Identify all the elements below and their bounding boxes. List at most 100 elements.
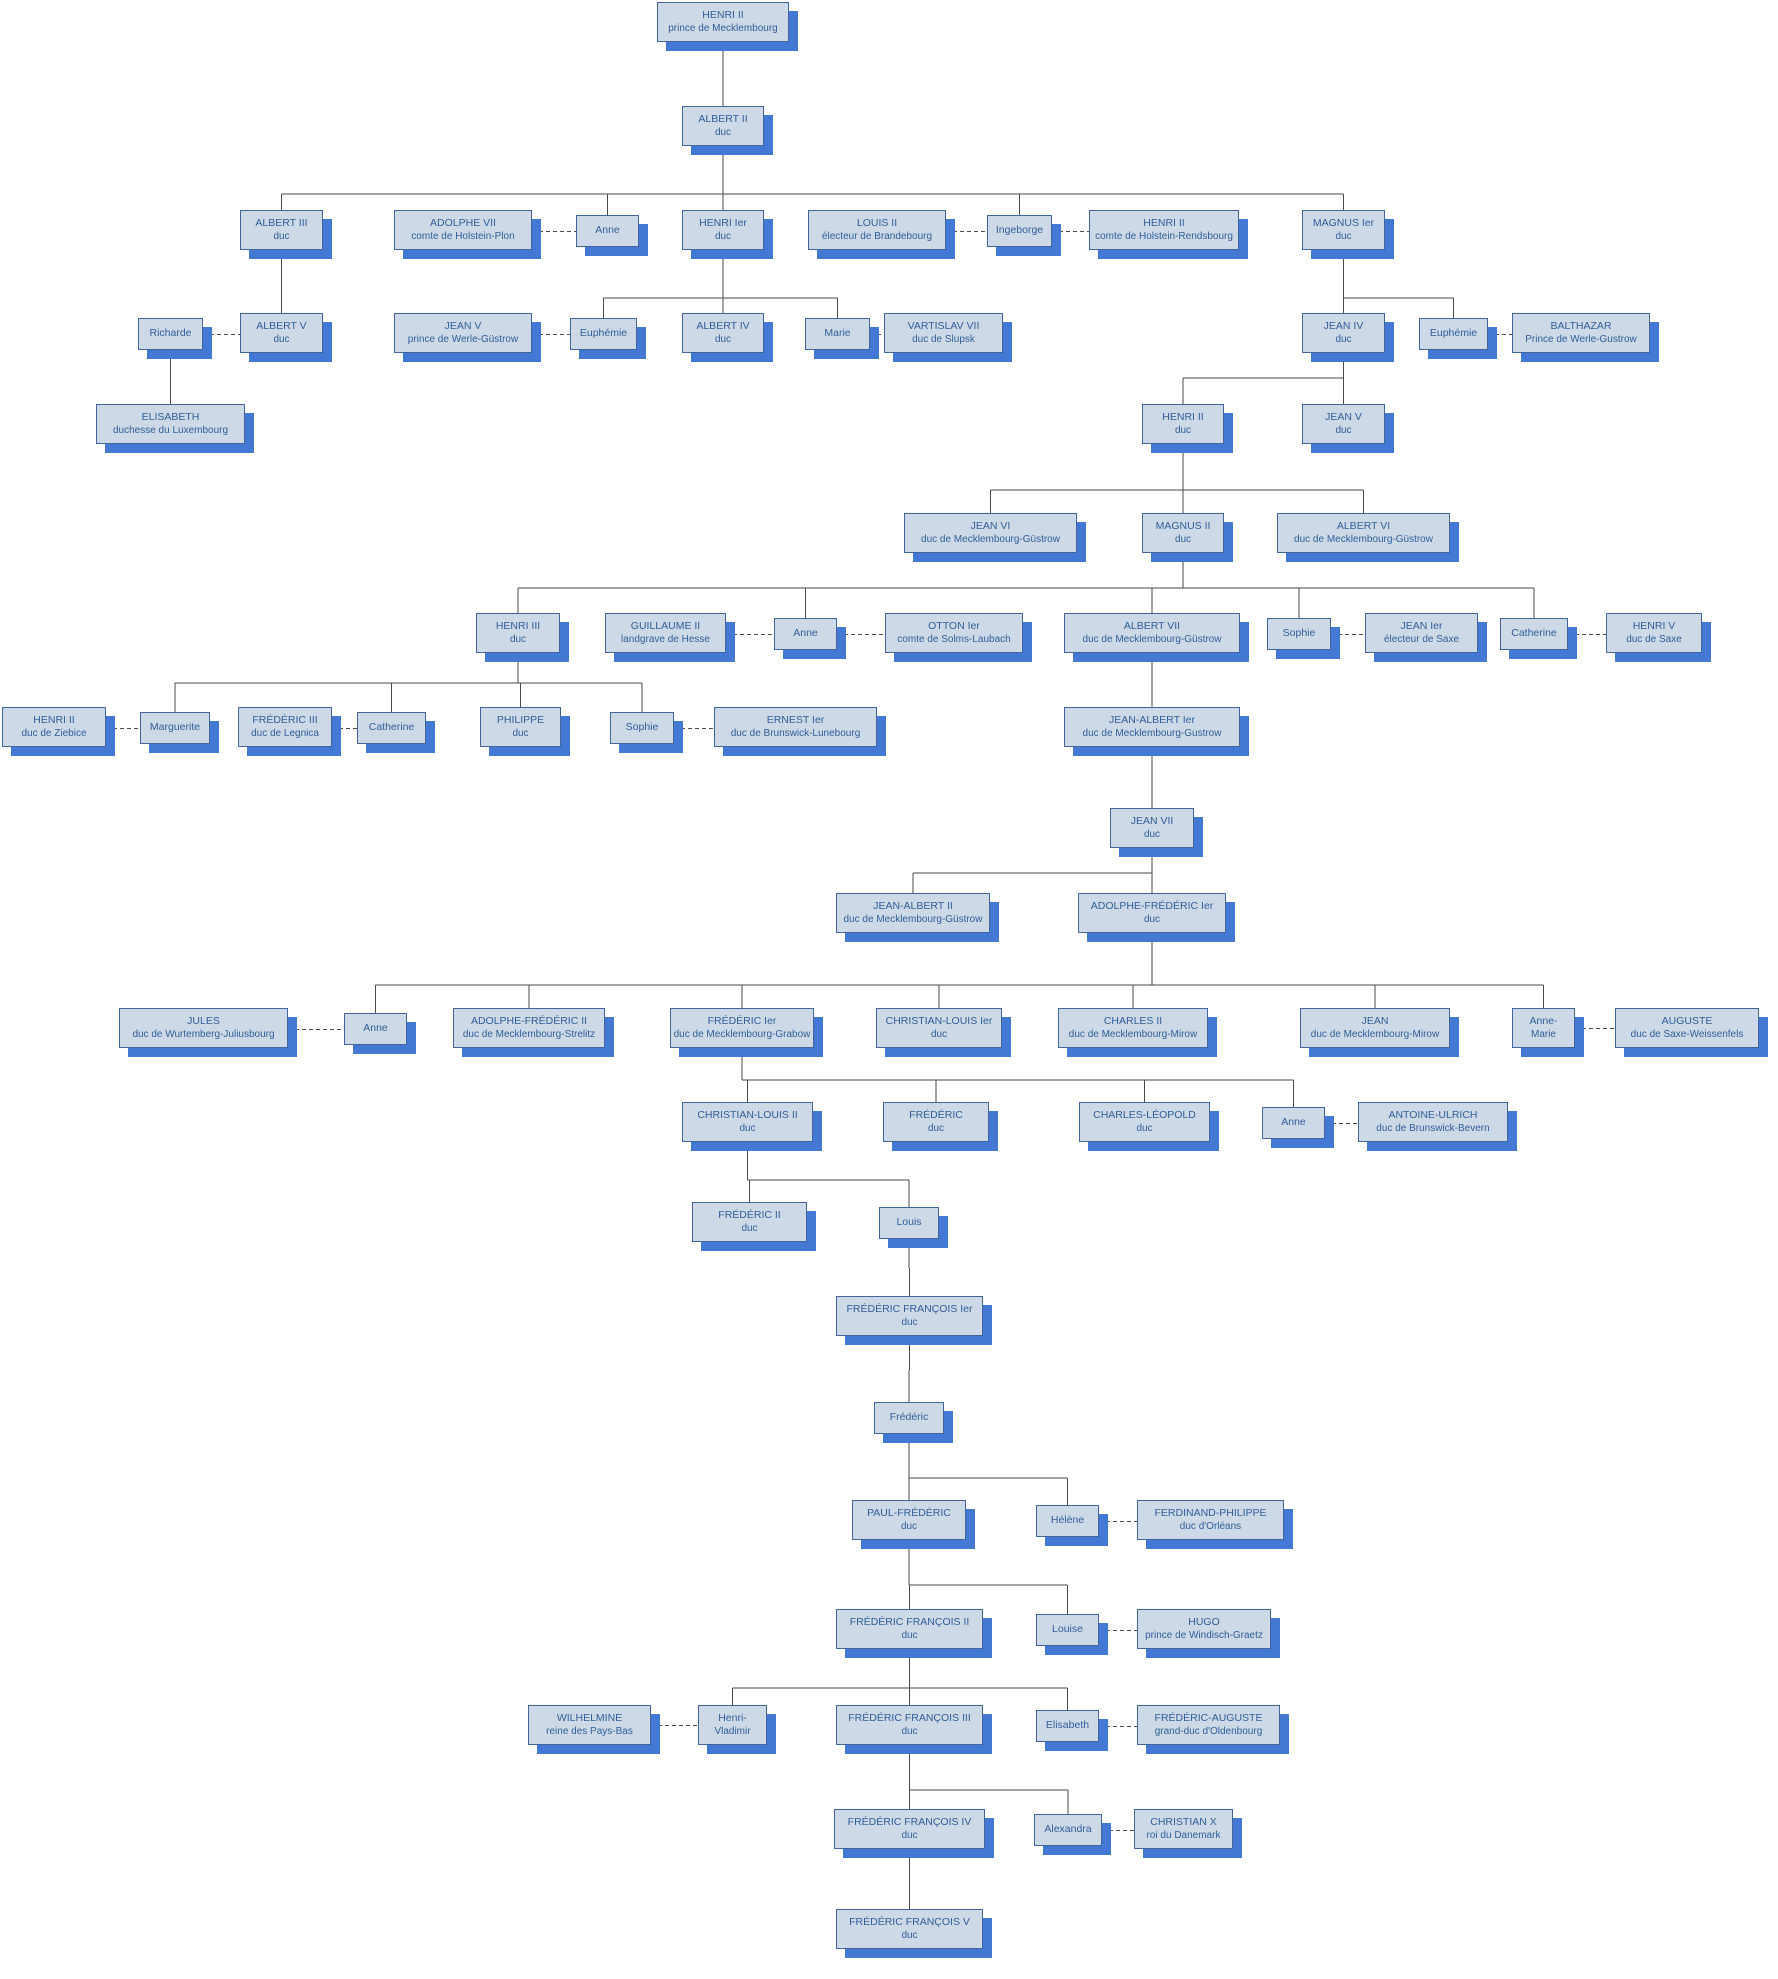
- person-name: LOUIS II: [856, 216, 898, 229]
- person-node-anne3[interactable]: Anne: [576, 215, 639, 247]
- person-title: duc d'Orléans: [1179, 1521, 1242, 1533]
- person-node-elisabeth18[interactable]: Elisabeth: [1036, 1710, 1099, 1742]
- person-node-catherine8[interactable]: Catherine: [357, 712, 426, 744]
- person-name: MAGNUS Ier: [1312, 216, 1375, 229]
- person-node-wilhelmine[interactable]: WILHELMINE reine des Pays-Bas: [528, 1705, 651, 1745]
- person-name: WILHELMINE: [556, 1711, 623, 1724]
- person-node-louis[interactable]: Louis: [879, 1207, 939, 1239]
- person-name: JEAN Ier: [1400, 619, 1443, 632]
- person-title: reine des Pays-Bas: [546, 1726, 633, 1738]
- person-node-richarde[interactable]: Richarde: [138, 318, 203, 350]
- person-node-henrivladimir[interactable]: Henri-Vladimir: [698, 1705, 767, 1745]
- person-node-frederic15[interactable]: Frédéric: [874, 1402, 944, 1434]
- person-title: duc: [739, 1123, 756, 1135]
- person-title: prince de Windisch-Graetz: [1145, 1630, 1263, 1642]
- person-node-alexandra[interactable]: Alexandra: [1034, 1814, 1102, 1846]
- person-node-anne7[interactable]: Anne: [774, 618, 837, 650]
- person-node-anne12[interactable]: Anne: [1262, 1107, 1325, 1139]
- person-name: ANTOINE-ULRICH: [1388, 1108, 1478, 1121]
- person-node-sophie8[interactable]: Sophie: [610, 712, 674, 744]
- person-name: Frédéric: [889, 1411, 929, 1424]
- person-node-ingeborge[interactable]: Ingeborge: [987, 215, 1052, 247]
- person-name: CHRISTIAN X: [1150, 1815, 1217, 1828]
- person-node-louise[interactable]: Louise: [1036, 1614, 1099, 1646]
- person-title: duc de Slupsk: [912, 334, 975, 346]
- person-name: Euphémie: [1429, 327, 1478, 340]
- person-node-marguerite[interactable]: Marguerite: [140, 712, 210, 744]
- person-name: JEAN V: [1325, 410, 1362, 423]
- person-name: GUILLAUME II: [630, 619, 701, 632]
- person-title: duc de Mecklembourg-Güstrow: [843, 914, 983, 926]
- person-title: duc de Mecklembourg-Güstrow: [921, 534, 1060, 546]
- person-name: HENRI V: [1632, 619, 1676, 632]
- person-node-euphemie2[interactable]: Euphémie: [1419, 318, 1488, 350]
- person-title: duc: [901, 1317, 918, 1329]
- person-node-sophie7[interactable]: Sophie: [1267, 618, 1331, 650]
- person-name: HENRI III: [495, 619, 541, 632]
- person-node-euphemie1[interactable]: Euphémie: [570, 318, 637, 350]
- person-title: duc: [930, 1029, 948, 1041]
- person-node-helene[interactable]: Hélène: [1036, 1505, 1099, 1537]
- person-node-marie[interactable]: Marie: [805, 318, 870, 350]
- person-node-annemarie[interactable]: Anne-Marie: [1512, 1008, 1575, 1048]
- person-node-anne11[interactable]: Anne: [344, 1013, 407, 1045]
- person-node-catherine7[interactable]: Catherine: [1500, 618, 1568, 650]
